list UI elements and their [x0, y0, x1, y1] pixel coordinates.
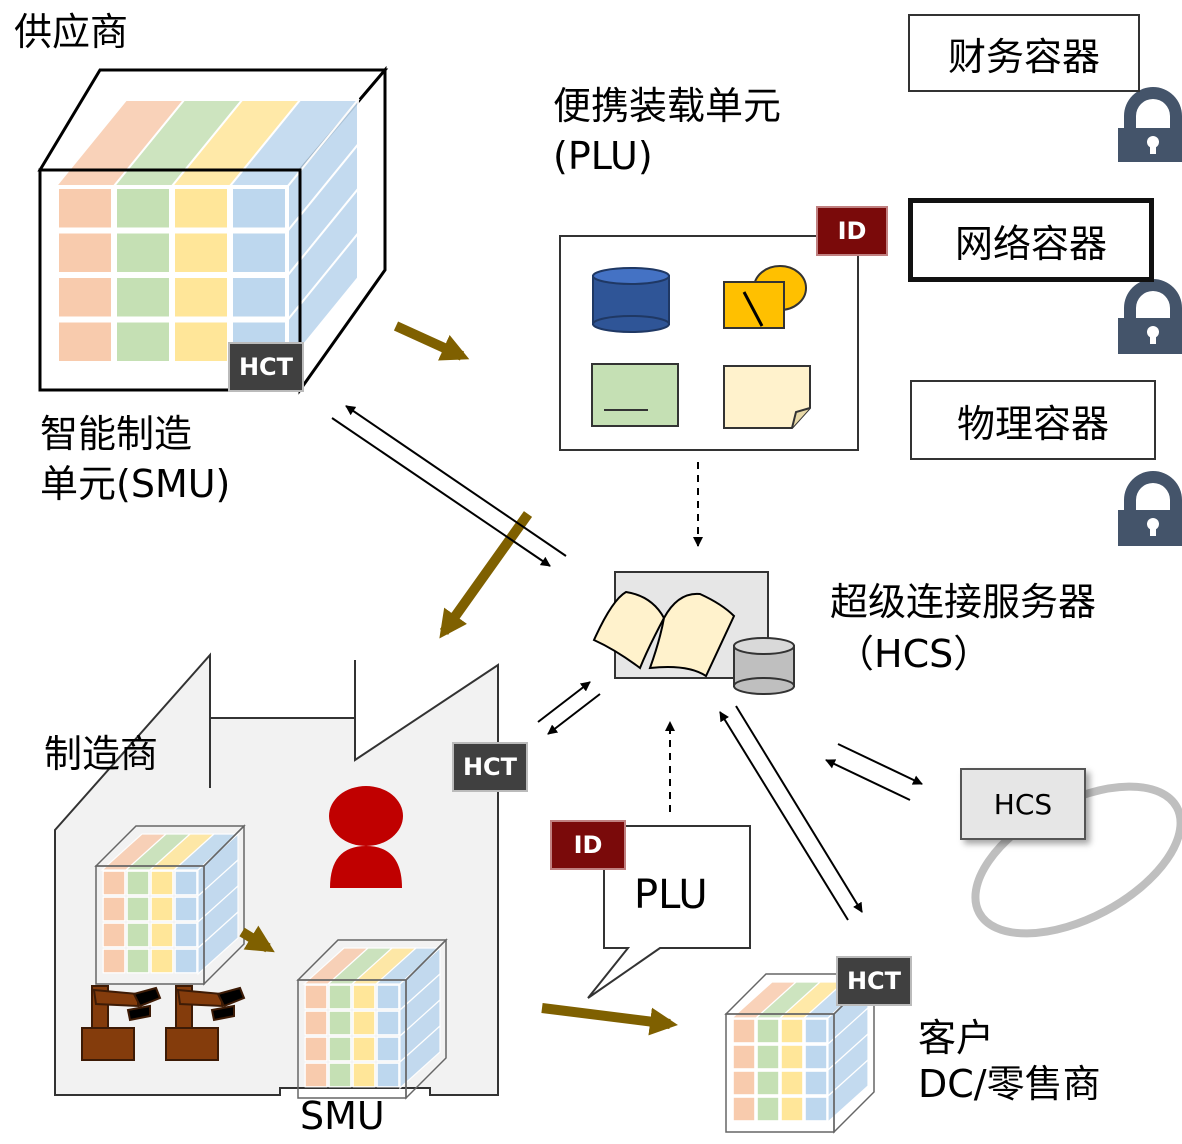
hcs-label-line2: （HCS）: [836, 632, 992, 676]
link-hcs-to-remote: [837, 743, 923, 785]
robot-arm-icon-1: [81, 985, 162, 1061]
manufacturer-label: 制造商: [44, 732, 159, 776]
plu-label-line2: (PLU): [553, 134, 653, 178]
link-hct-to-hcs: [537, 681, 591, 723]
network-container-box: 网络容器: [908, 198, 1154, 282]
link-hcs-to-smu: [345, 405, 567, 557]
document-icon: [591, 363, 679, 427]
lock-icon-1: [1118, 87, 1182, 162]
remote-hcs-box: HCS: [960, 768, 1086, 840]
financial-container-box: 财务容器: [908, 14, 1140, 92]
link-smu-to-hcs: [331, 417, 551, 567]
hcs-server-icon: [592, 571, 795, 695]
tools-icon: [723, 265, 807, 329]
database-icon: [592, 267, 670, 333]
hct-tag-manufacturer: HCT: [452, 742, 528, 792]
flow-arrow-supplier-to-plu: [393, 321, 470, 361]
smu-bottom-label: SMU: [300, 1094, 385, 1138]
supplier-cube: [37, 65, 389, 395]
plu-speech-bubble: [587, 825, 751, 999]
id-tag-bubble: ID: [550, 820, 626, 870]
customer-cube: [724, 972, 876, 1134]
smu-label-line2: 单元(SMU): [40, 462, 231, 506]
hct-tag-customer: HCT: [836, 956, 912, 1006]
flow-arrow-to-manufacturer: [439, 511, 533, 639]
person-icon: [329, 786, 403, 888]
supplier-label: 供应商: [14, 10, 129, 54]
customer-label-line2: DC/零售商: [918, 1062, 1101, 1106]
physical-container-box: 物理容器: [910, 380, 1156, 460]
smu-output-cube: [296, 938, 448, 1100]
link-hcs-to-hct: [547, 693, 601, 735]
hct-tag-supplier: HCT: [228, 342, 304, 392]
flow-arrow-inside-factory: [239, 925, 275, 953]
lock-icon-3: [1118, 471, 1182, 546]
robot-arm-icon-2: [165, 985, 246, 1061]
customer-label-line1: 客户: [918, 1016, 995, 1060]
lock-icon-2: [1118, 279, 1182, 354]
flow-arrow-to-customer: [541, 1003, 678, 1036]
link-hcs-to-customer: [735, 705, 863, 913]
link-customer-to-hcs: [719, 711, 849, 921]
plu-bubble-label: PLU: [634, 872, 708, 918]
inbound-cube: [94, 824, 246, 986]
id-tag-plu: ID: [816, 206, 888, 256]
link-remote-to-hcs: [825, 759, 911, 801]
note-icon: [723, 365, 811, 429]
smu-label-line1: 智能制造: [40, 412, 193, 456]
plu-label-line1: 便携装载单元: [553, 84, 782, 128]
hcs-label-line1: 超级连接服务器: [830, 580, 1097, 624]
